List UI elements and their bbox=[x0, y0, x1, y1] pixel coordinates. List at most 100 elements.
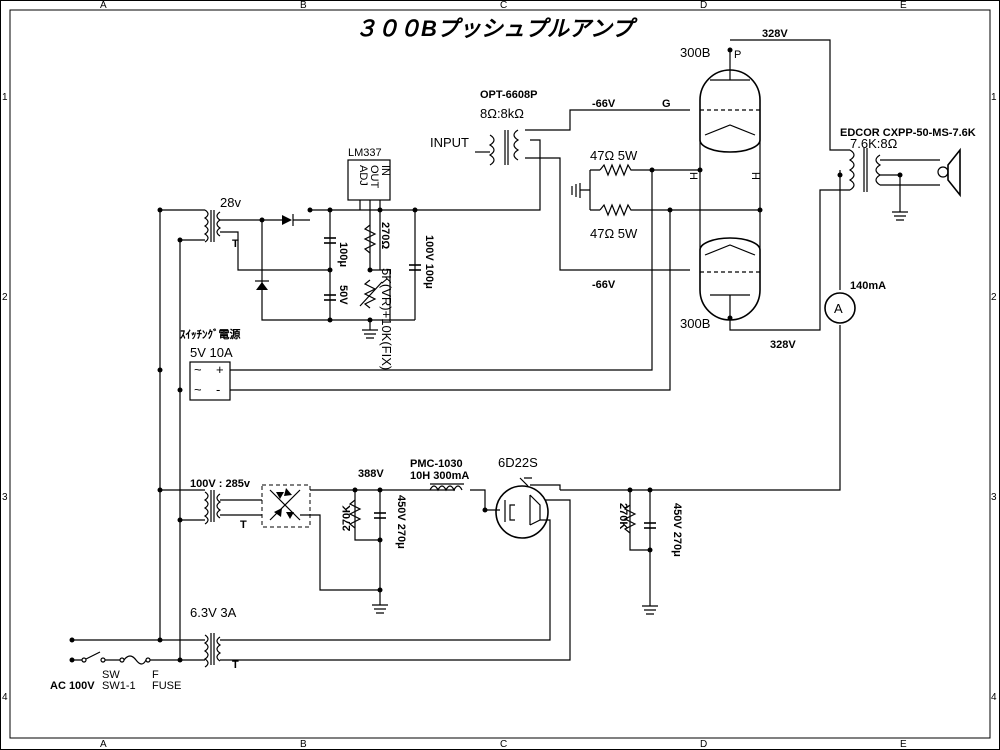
psu-tilde2: ~ bbox=[194, 382, 202, 397]
resistor-vr bbox=[363, 279, 377, 309]
resistor-270k-1 bbox=[348, 499, 362, 529]
label-t100: 100V : 285v bbox=[190, 478, 251, 490]
resistor-47-bottom-label: 47Ω 5W bbox=[590, 226, 638, 241]
label-450v-2: 450V 270μ bbox=[671, 503, 683, 557]
damper-heater-wire2 bbox=[220, 519, 551, 641]
heater-resistor-wires bbox=[580, 169, 760, 211]
grid-top-wire bbox=[525, 109, 690, 131]
label-f: F bbox=[152, 669, 159, 681]
label-pmc: PMC-1030 bbox=[410, 458, 463, 470]
junction bbox=[897, 172, 903, 178]
edcor-secondary-coil bbox=[875, 154, 882, 186]
fuse-element bbox=[123, 655, 147, 665]
junction bbox=[327, 207, 333, 213]
bridge-rectifier-box bbox=[261, 484, 311, 528]
diode-series bbox=[282, 215, 292, 225]
psu-title: ｽｲｯﾁﾝｸﾞ電源 bbox=[180, 327, 241, 341]
grid-col-e-bottom: E bbox=[900, 739, 907, 750]
label-100v-100u: 100V 100μ bbox=[423, 235, 435, 289]
ground-icon bbox=[372, 600, 388, 614]
junction bbox=[69, 637, 75, 643]
label-pmc-spec: 10H 300mA bbox=[410, 470, 469, 482]
junction bbox=[327, 267, 333, 273]
ground-icon bbox=[571, 183, 581, 198]
mains-input-wire bbox=[72, 639, 205, 661]
junction bbox=[412, 207, 418, 213]
opt-model-label: OPT-6608P bbox=[480, 89, 537, 101]
psu-rating: 5V 10A bbox=[190, 345, 233, 360]
heater-supply-wires bbox=[230, 170, 671, 391]
tube-filament bbox=[704, 244, 756, 256]
junction bbox=[157, 487, 163, 493]
grid-row-1-left: 1 bbox=[2, 92, 8, 103]
pin-h2-label: H bbox=[749, 172, 761, 180]
opt-secondary-wires bbox=[880, 159, 940, 210]
edcor-primary-coil bbox=[848, 149, 855, 191]
junction bbox=[647, 487, 653, 493]
pin-p-label: P bbox=[734, 49, 741, 61]
lm337-adj: ADJ bbox=[357, 165, 369, 186]
opt-ratio-label: 8Ω:8kΩ bbox=[480, 106, 524, 121]
ammeter bbox=[824, 292, 856, 324]
grid-bottom-wire bbox=[525, 157, 690, 271]
bridge-lines bbox=[269, 489, 301, 521]
ground-symbols bbox=[362, 183, 908, 615]
hv-secondary-coil bbox=[216, 493, 222, 519]
tube-300b-top bbox=[699, 65, 761, 153]
wiring bbox=[72, 39, 940, 661]
ground-icon bbox=[362, 320, 378, 339]
t-mark-28v: T bbox=[232, 238, 239, 250]
opt-primary-coil bbox=[488, 134, 495, 166]
grid-row-2-right: 2 bbox=[991, 292, 997, 303]
label-vr: 5K(VR)+10K(FIX) bbox=[379, 268, 394, 370]
transformer-opt6608p bbox=[488, 129, 520, 166]
tube-envelope bbox=[699, 237, 761, 321]
bridge-diode bbox=[284, 488, 292, 496]
label-100u: 100μ bbox=[337, 242, 349, 267]
label-sw11: SW1-1 bbox=[102, 680, 136, 692]
cap-100u-pair bbox=[324, 237, 421, 301]
label-450v-1: 450V 270μ bbox=[395, 495, 407, 549]
opt-secondary-coil bbox=[513, 129, 520, 161]
lm337-body bbox=[347, 159, 391, 201]
b-top-label: 328V bbox=[762, 28, 788, 40]
tube-6d22s bbox=[495, 485, 549, 539]
bias-supply-wire bbox=[415, 139, 541, 211]
junction bbox=[307, 207, 313, 213]
lm337-label: LM337 bbox=[348, 147, 382, 159]
label-388v: 388V bbox=[358, 468, 384, 480]
diagram-title: ３００Bプッシュプルアンプ bbox=[355, 16, 638, 41]
label-270ohm: 270Ω bbox=[379, 222, 391, 249]
grid-row-3-left: 3 bbox=[2, 492, 8, 503]
grid-row-4-right: 4 bbox=[991, 692, 997, 703]
transformer-28v bbox=[203, 209, 222, 243]
junction bbox=[157, 207, 163, 213]
speaker-cone bbox=[947, 147, 961, 198]
tube-6d22s-cap bbox=[519, 477, 532, 487]
label-270k-1: 270K bbox=[341, 505, 353, 531]
lm337-out: OUT bbox=[368, 165, 380, 189]
resistor-47-top-label: 47Ω 5W bbox=[590, 148, 638, 163]
tube-300b-bottom bbox=[699, 237, 761, 321]
junction bbox=[649, 167, 655, 173]
edcor-ratio-label: 7.6K:8Ω bbox=[850, 136, 898, 151]
label-fuse: FUSE bbox=[152, 680, 181, 692]
pin-g-label: G bbox=[662, 98, 671, 110]
junction bbox=[697, 167, 703, 173]
switch-lever bbox=[85, 651, 101, 660]
ground-icon bbox=[642, 605, 658, 615]
t28-primary-coil bbox=[203, 209, 209, 243]
junction bbox=[327, 317, 333, 323]
label-6-3v: 6.3V 3A bbox=[190, 605, 237, 620]
psu-tilde1: ~ bbox=[194, 362, 202, 377]
grid-col-c-bottom: C bbox=[500, 739, 507, 750]
choke-pmc1030 bbox=[429, 485, 463, 492]
junction bbox=[157, 637, 163, 643]
hv-primary-coil bbox=[203, 491, 209, 525]
transformer-heater bbox=[203, 633, 222, 668]
junction bbox=[757, 207, 763, 213]
psu-plus: + bbox=[216, 362, 224, 377]
bridge-diodes bbox=[269, 488, 301, 521]
